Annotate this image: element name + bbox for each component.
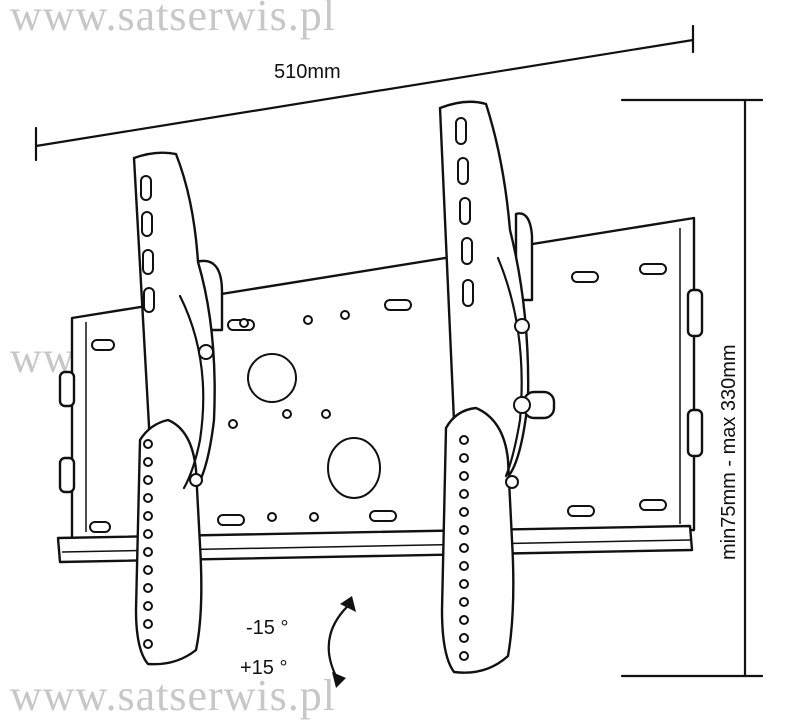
right-arm-slot bbox=[455, 117, 467, 145]
plate-slot bbox=[91, 339, 115, 351]
tilt-minus-label: -15 ° bbox=[246, 617, 288, 639]
plate-slot bbox=[217, 514, 245, 526]
plate-slot bbox=[89, 521, 111, 533]
left-arm-lower-knob bbox=[189, 473, 203, 487]
left-arm-slot bbox=[141, 211, 153, 237]
plate-small-hole bbox=[228, 419, 238, 429]
left-arm-hole bbox=[143, 639, 153, 649]
right-arm-lower-knob bbox=[505, 475, 519, 489]
tilt-indicator: -15 ° +15 ° bbox=[240, 596, 356, 688]
wall-plate bbox=[58, 216, 704, 540]
left-arm-hole bbox=[143, 475, 153, 485]
watermark-bottom: www.satserwis.pl bbox=[10, 671, 336, 720]
left-mounting-arm bbox=[132, 151, 224, 666]
left-arm-slot bbox=[142, 249, 154, 275]
right-arm-slot bbox=[462, 279, 474, 307]
height-dimension: min75mm - max 330mm bbox=[620, 98, 764, 678]
left-arm-hole bbox=[143, 529, 153, 539]
left-arm-slot bbox=[140, 175, 152, 201]
left-arm-hole bbox=[143, 493, 153, 503]
right-arm-hole bbox=[459, 615, 469, 625]
plate-small-hole bbox=[303, 315, 313, 325]
right-arm-hole bbox=[459, 507, 469, 517]
left-arm-tilt-rail bbox=[178, 294, 205, 490]
right-arm-slot bbox=[459, 197, 471, 225]
width-label: 510mm bbox=[274, 61, 341, 83]
tilt-arrow-arc bbox=[327, 600, 354, 682]
left-arm-hole bbox=[143, 619, 153, 629]
plate-slot bbox=[571, 271, 599, 283]
right-arm-hole bbox=[459, 435, 469, 445]
right-arm-hole bbox=[459, 489, 469, 499]
plate-small-hole bbox=[309, 512, 319, 522]
right-arm-slot bbox=[457, 157, 469, 185]
left-arm-hole bbox=[143, 457, 153, 467]
width-dimension-line bbox=[34, 38, 695, 148]
plate-large-hole bbox=[327, 437, 381, 499]
left-arm-hole bbox=[143, 547, 153, 557]
tilt-arrow-head-up bbox=[340, 596, 356, 612]
right-arm-hole bbox=[459, 561, 469, 571]
left-tab-upper bbox=[58, 370, 76, 408]
left-tab-lower bbox=[58, 456, 76, 494]
left-arm-hole bbox=[143, 439, 153, 449]
right-arm-hole bbox=[459, 453, 469, 463]
watermark-top: www.satserwis.pl bbox=[10, 0, 336, 40]
plate-slot bbox=[567, 505, 595, 517]
left-arm-slot bbox=[143, 287, 155, 313]
right-arm-lower-bracket bbox=[440, 406, 515, 674]
plate-small-hole bbox=[340, 310, 350, 320]
right-arm-hole bbox=[459, 543, 469, 553]
left-arm-hole bbox=[143, 601, 153, 611]
plate-slot bbox=[639, 499, 667, 511]
right-arm-slot bbox=[461, 237, 473, 265]
right-arm-tilt-knob bbox=[513, 396, 531, 414]
right-arm-hole bbox=[459, 471, 469, 481]
right-arm-hole bbox=[459, 633, 469, 643]
plate-small-hole bbox=[282, 409, 292, 419]
right-tab-upper bbox=[686, 288, 704, 338]
plate-small-hole bbox=[239, 318, 249, 328]
right-arm-hole bbox=[459, 579, 469, 589]
right-arm-hole bbox=[459, 525, 469, 535]
right-arm-upper-bracket bbox=[438, 100, 530, 478]
right-arm-hole bbox=[459, 597, 469, 607]
tilt-plus-label: +15 ° bbox=[240, 657, 287, 679]
plate-slot bbox=[384, 299, 412, 311]
left-arm-upper-knob bbox=[198, 344, 214, 360]
left-arm-upper-bracket bbox=[132, 151, 216, 492]
height-label: min75mm - max 330mm bbox=[718, 344, 740, 560]
plate-slot bbox=[639, 263, 667, 275]
right-tab-lower bbox=[686, 408, 704, 458]
left-arm-hole bbox=[143, 583, 153, 593]
left-arm-hole bbox=[143, 565, 153, 575]
left-arm-hole bbox=[143, 511, 153, 521]
plate-small-hole bbox=[321, 409, 331, 419]
right-arm-upper-knob bbox=[514, 318, 530, 334]
tilt-arrow-head-down bbox=[332, 672, 346, 688]
width-dimension: 510mm bbox=[34, 24, 695, 162]
right-mounting-arm bbox=[438, 100, 556, 674]
plate-large-hole bbox=[247, 353, 297, 403]
plate-slot bbox=[369, 510, 397, 522]
plate-small-hole bbox=[267, 512, 277, 522]
right-arm-hole bbox=[459, 651, 469, 661]
